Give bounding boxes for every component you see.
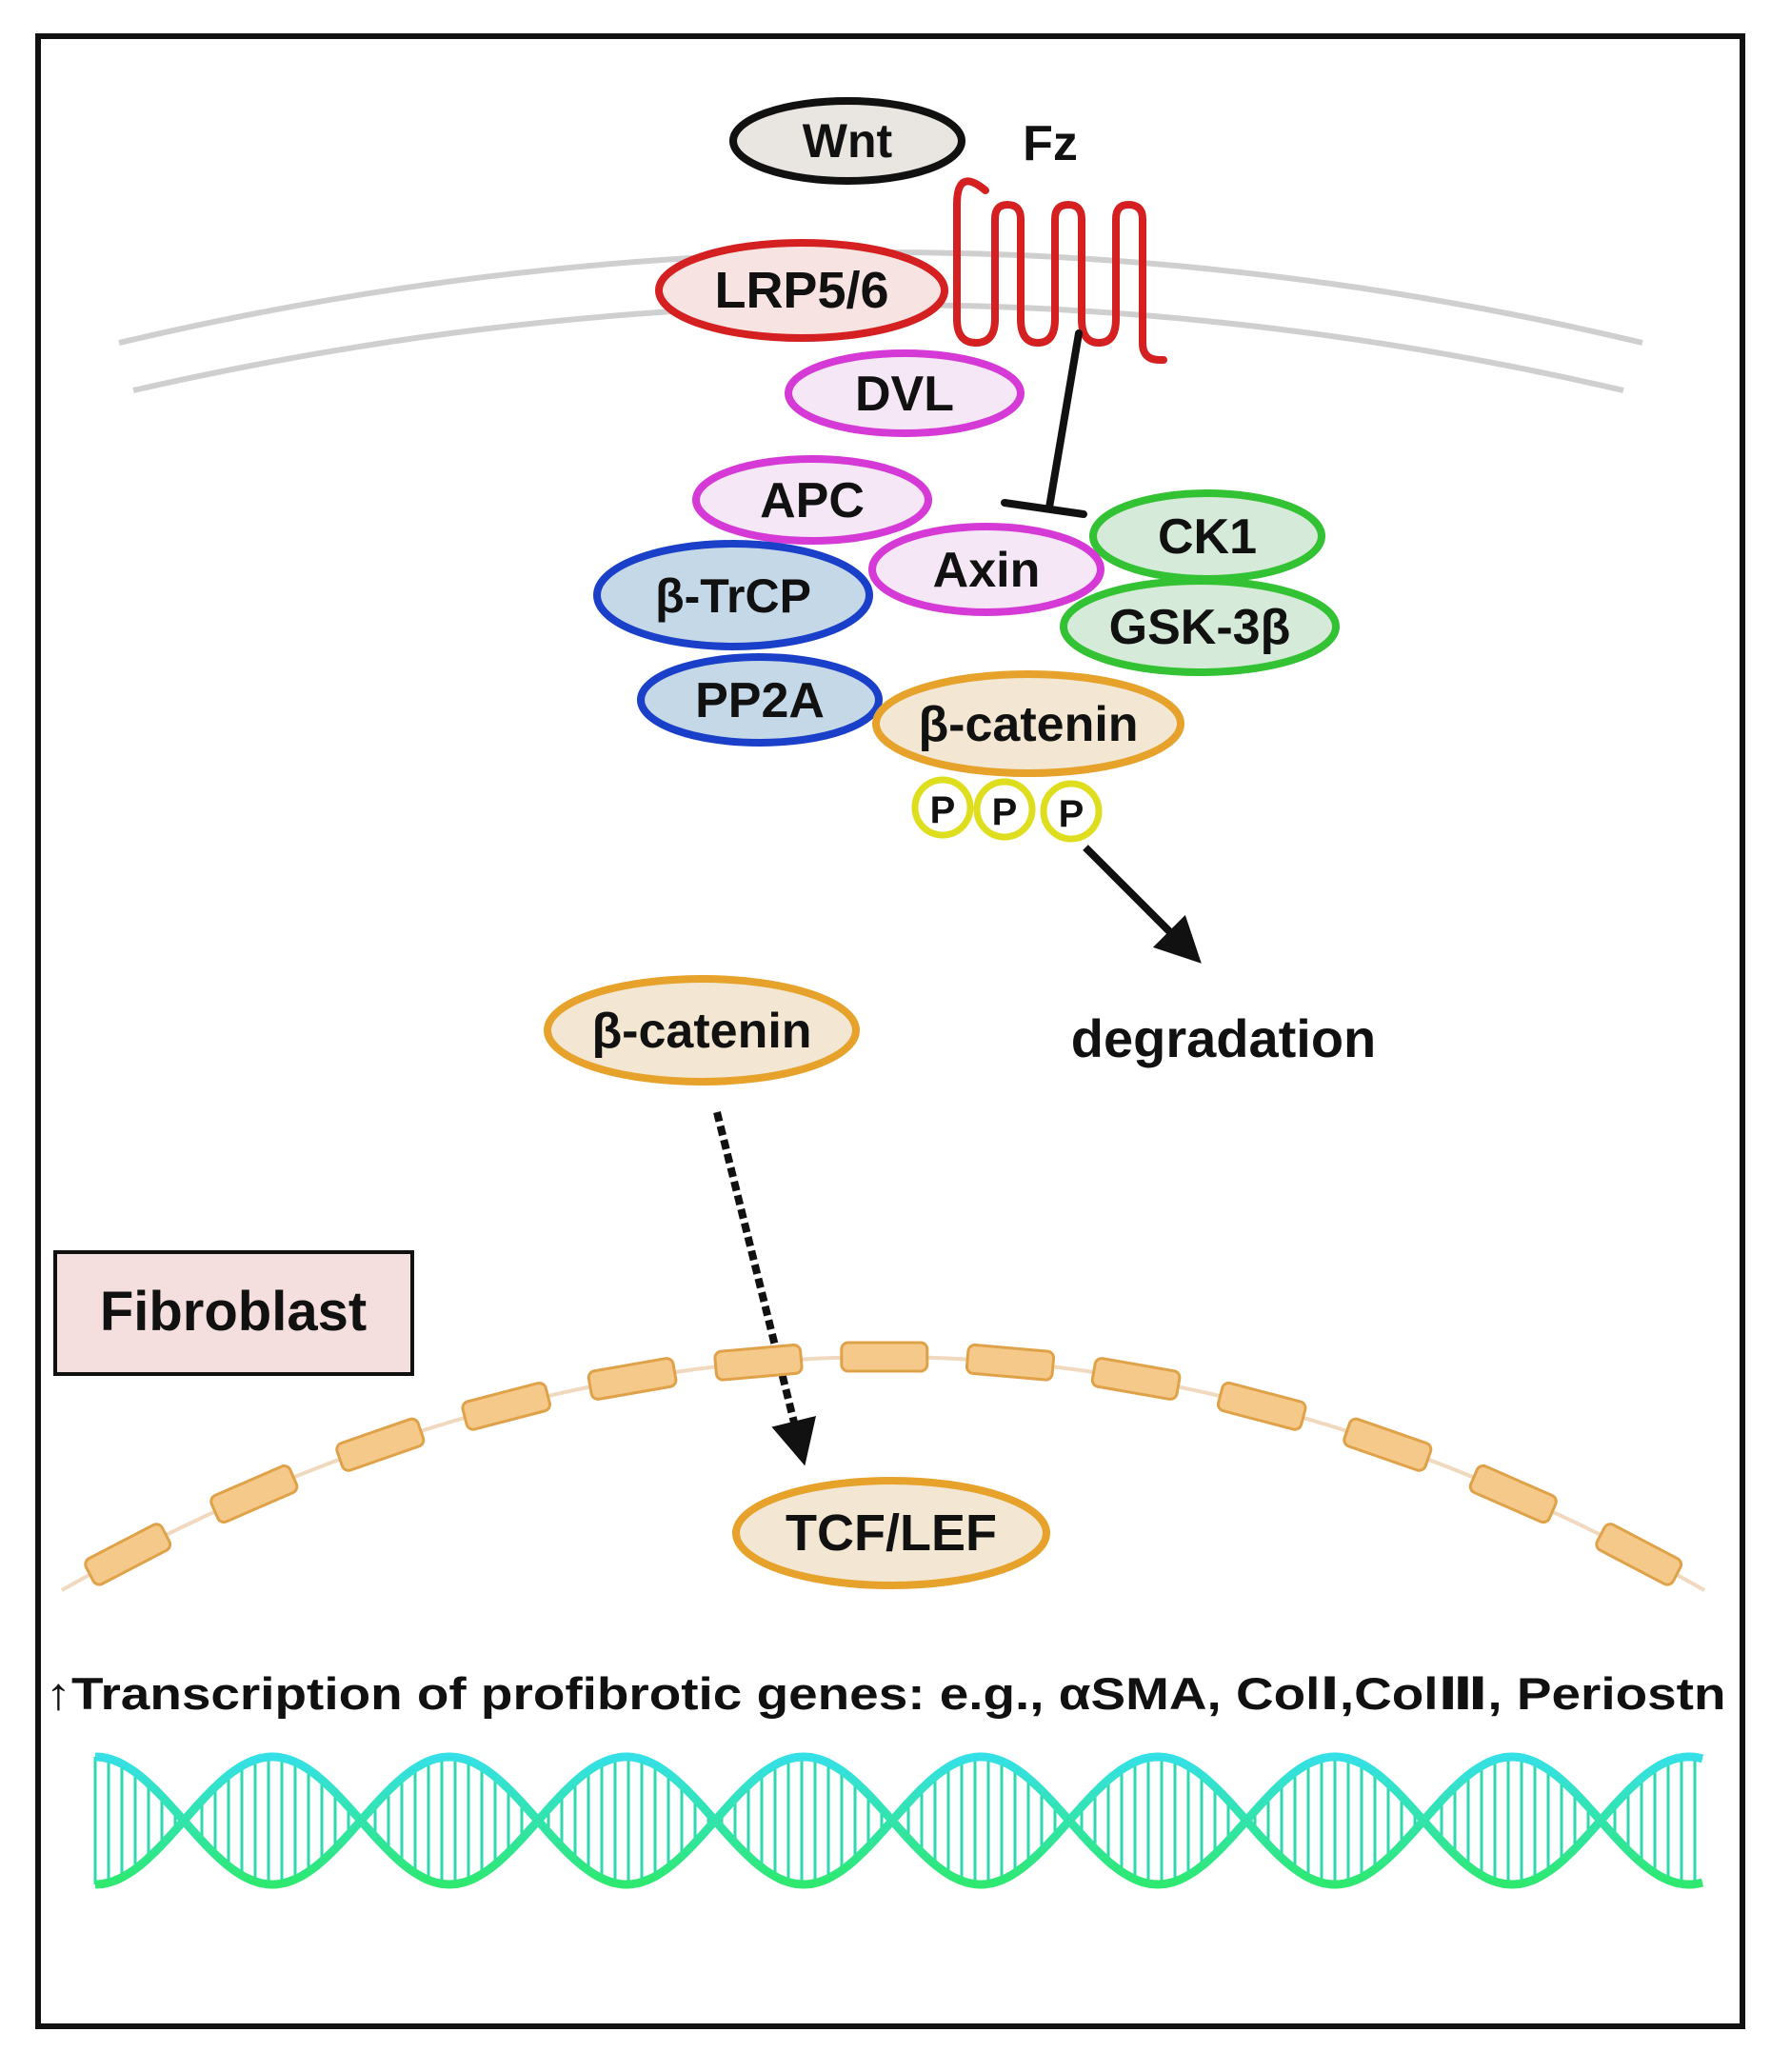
cell-type-box: Fibroblast [53, 1250, 414, 1376]
inhibition-bar [1001, 499, 1087, 518]
nuclear-pore [1216, 1381, 1307, 1431]
phosphate-group: P [911, 776, 974, 839]
nuclear-pore [965, 1344, 1056, 1382]
outer-frame [35, 33, 1745, 2029]
btrcp-label: β-TrCP [655, 569, 811, 623]
beta-catenin-complex: β-catenin [872, 670, 1184, 777]
beta-catenin-free: β-catenin [544, 975, 860, 1086]
transcription-text: ↑Transcription of profibrotic genes: e.g… [46, 1668, 1726, 1719]
lrp-coreceptor: LRP5/6 [655, 239, 948, 342]
nuclear-pore [209, 1464, 299, 1524]
nuclear-pore [1343, 1417, 1433, 1472]
degradation-arrow [1083, 845, 1202, 964]
ck1-protein: CK1 [1089, 489, 1325, 583]
pp2a-label: PP2A [695, 673, 825, 728]
apc-label: APC [760, 473, 865, 528]
nuclear-pore [713, 1344, 804, 1382]
lrp-label: LRP5/6 [714, 262, 888, 319]
ck1-label: CK1 [1158, 509, 1257, 565]
degradation-label: degradation [1071, 1008, 1376, 1068]
frizzled-receptor-icon [953, 177, 1167, 364]
dvl-protein: DVL [785, 349, 1025, 437]
apc-protein: APC [692, 455, 932, 545]
nuclear-pore [461, 1381, 551, 1431]
gsk3b-protein: GSK-3β [1060, 577, 1340, 676]
dvl-label: DVL [855, 367, 954, 422]
phosphate-label: P [992, 791, 1018, 833]
dna-helix-icon [93, 1752, 1703, 1889]
nuclear-pore [840, 1341, 929, 1373]
inhibition-line [1045, 329, 1083, 511]
axin-label: Axin [933, 543, 1041, 598]
fz-label: Fz [1023, 116, 1078, 171]
tcf-lef-factor: TCF/LEF [732, 1477, 1050, 1589]
dna-strand [94, 1752, 1703, 1889]
gsk-label: GSK-3β [1109, 600, 1291, 655]
nuclear-pores [84, 1341, 1683, 1586]
beta-catenin-free-label: β-catenin [591, 1004, 811, 1059]
btrcp-protein: β-TrCP [593, 540, 873, 650]
cell-type-label: Fibroblast [100, 1281, 367, 1343]
nuclear-pore [335, 1417, 426, 1472]
beta-catenin-complex-label: β-catenin [918, 697, 1138, 752]
wnt-label: Wnt [803, 114, 893, 168]
phosphate-group: P [1040, 780, 1103, 843]
nuclear-pore [1468, 1464, 1558, 1524]
pp2a-protein: PP2A [637, 653, 883, 747]
phosphate-label: P [1059, 793, 1084, 835]
axin-protein: Axin [868, 523, 1104, 616]
phosphate-group: P [973, 778, 1036, 841]
nuclear-pore [1595, 1523, 1683, 1586]
translocation-arrow [713, 1111, 817, 1466]
nuclear-pore [84, 1523, 172, 1586]
wnt-ligand: Wnt [729, 97, 965, 185]
nuclear-pore [1090, 1357, 1182, 1401]
tcf-lef-label: TCF/LEF [786, 1504, 997, 1562]
nuclear-pore [587, 1357, 678, 1401]
phosphate-label: P [930, 789, 956, 831]
